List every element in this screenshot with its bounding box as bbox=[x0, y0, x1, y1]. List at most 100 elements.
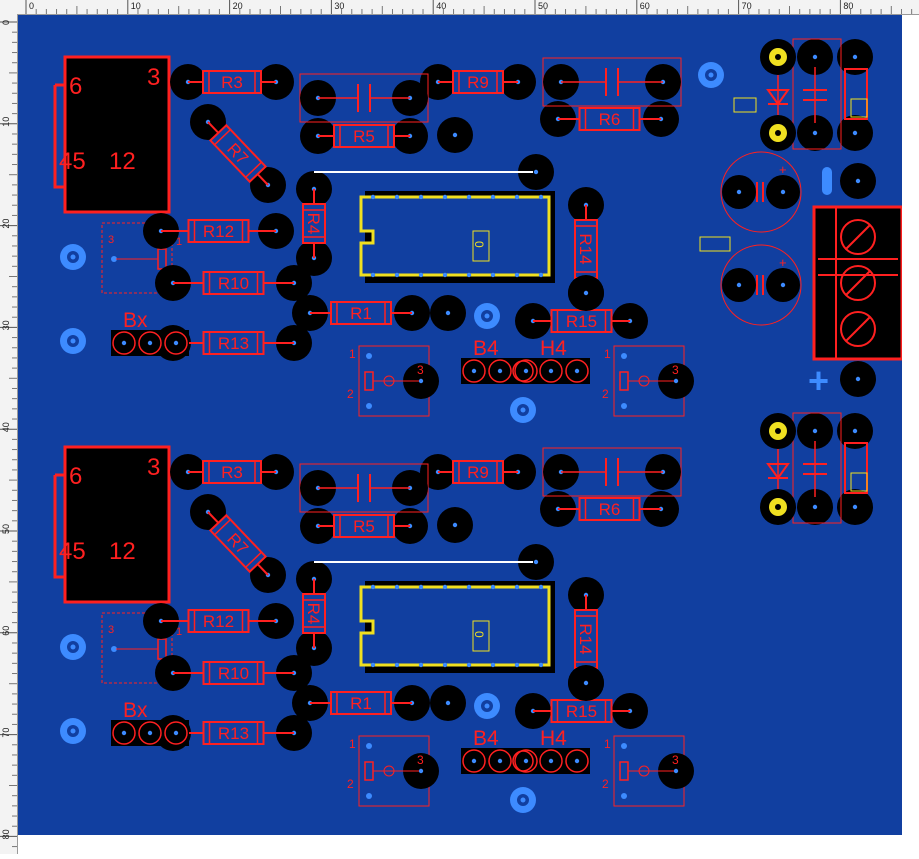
pad-hole bbox=[775, 54, 781, 60]
trimmer-label: 3 bbox=[108, 624, 114, 636]
resistor-label: R1 bbox=[350, 304, 372, 323]
pot-pin-label: 2 bbox=[347, 387, 354, 401]
pot-pin-label: 3 bbox=[417, 363, 424, 377]
pot-cross bbox=[638, 375, 650, 387]
resistor-body: R1 bbox=[330, 301, 392, 325]
resistor-body: R4 bbox=[302, 593, 326, 634]
capacitor bbox=[542, 57, 682, 107]
via-hole bbox=[70, 254, 76, 260]
ic-pin bbox=[490, 194, 496, 200]
ic-pin bbox=[394, 584, 400, 590]
electrolytic-capacitor: + bbox=[720, 151, 802, 233]
header-body bbox=[538, 748, 590, 774]
ic-pin bbox=[514, 584, 520, 590]
resistor-body: R6 bbox=[578, 107, 641, 131]
header-pin bbox=[514, 749, 538, 773]
via-hole bbox=[70, 644, 76, 650]
ruler-tick-label: 20 bbox=[1, 219, 11, 229]
pin-header: H4 bbox=[538, 727, 590, 774]
ecap-outline bbox=[720, 151, 802, 233]
ic-pin bbox=[538, 662, 544, 668]
resistor-outline bbox=[333, 124, 395, 148]
pad bbox=[797, 413, 833, 449]
ruler-tick-label: 0 bbox=[1, 20, 11, 25]
via-hole bbox=[484, 703, 490, 709]
resistor-r7: R7 bbox=[190, 104, 286, 203]
ic-pin bbox=[418, 584, 424, 590]
ic-pin bbox=[466, 194, 472, 200]
resistor-label: R6 bbox=[599, 110, 621, 129]
header-hole bbox=[574, 758, 580, 764]
header-pin bbox=[488, 749, 512, 773]
header-hole bbox=[548, 758, 554, 764]
header-hole bbox=[523, 758, 529, 764]
header-pin bbox=[112, 721, 136, 745]
capacitor bbox=[299, 463, 429, 513]
trimmer-label: 3 bbox=[108, 234, 114, 246]
resistor-outline bbox=[202, 661, 265, 685]
pot-pin-label: 1 bbox=[349, 737, 356, 751]
resistor-body: R6 bbox=[578, 497, 641, 521]
pot-pin-hole bbox=[366, 353, 372, 359]
pad bbox=[568, 275, 604, 311]
header-pin bbox=[138, 721, 162, 745]
header-label: B4 bbox=[473, 727, 499, 750]
fuse-body bbox=[844, 68, 868, 120]
pin-header: Bx bbox=[111, 699, 189, 746]
capacitor bbox=[299, 73, 429, 123]
ic-chip: 0 bbox=[359, 581, 555, 673]
pot-body bbox=[619, 371, 629, 391]
pin-header: H4 bbox=[538, 337, 590, 384]
pad bbox=[658, 363, 694, 399]
pad bbox=[797, 39, 833, 75]
pot-pin-label: 1 bbox=[604, 347, 611, 361]
pad-hole bbox=[445, 700, 451, 706]
resistor-outline bbox=[202, 271, 265, 295]
resistor-r10: R10 bbox=[155, 655, 312, 691]
via-hole bbox=[708, 72, 714, 78]
pad bbox=[722, 268, 756, 302]
ic-pin bbox=[538, 584, 544, 590]
resistor-outline bbox=[578, 497, 641, 521]
terminal-slot bbox=[845, 224, 871, 250]
resistor-label: R5 bbox=[353, 517, 375, 536]
pad-hole bbox=[452, 522, 458, 528]
resistor-outline bbox=[202, 721, 265, 745]
potentiometer: 123 bbox=[347, 735, 439, 807]
resistor-body: R3 bbox=[202, 70, 262, 94]
resistor-body: R5 bbox=[333, 124, 395, 148]
resistor-r4: R4 bbox=[296, 171, 332, 276]
mount-via bbox=[60, 718, 86, 744]
relay-body bbox=[63, 55, 171, 214]
header-hole bbox=[173, 730, 179, 736]
trimmer-label: 1 bbox=[176, 236, 182, 248]
header-hole bbox=[471, 368, 477, 374]
resistor-r1: R1 bbox=[292, 685, 430, 721]
ic-pin bbox=[370, 584, 376, 590]
header-pin bbox=[539, 749, 563, 773]
header-label: H4 bbox=[540, 727, 567, 750]
header-pin bbox=[112, 331, 136, 355]
pad-hole bbox=[852, 428, 858, 434]
resistor-label: R14 bbox=[576, 233, 595, 264]
pad bbox=[797, 115, 833, 151]
ruler-tick-label: 80 bbox=[843, 1, 853, 11]
resistor-r3: R3 bbox=[170, 64, 294, 100]
resistor-outline bbox=[330, 691, 392, 715]
pot-pin-hole bbox=[621, 793, 627, 799]
ic-pin bbox=[490, 662, 496, 668]
header-pin bbox=[462, 359, 486, 383]
ic-pin bbox=[490, 272, 496, 278]
ic-pin bbox=[490, 584, 496, 590]
relay-pin-label: 6 bbox=[69, 463, 82, 490]
resistor-label: R5 bbox=[353, 127, 375, 146]
via-hole bbox=[70, 338, 76, 344]
plus-mark: + bbox=[808, 360, 829, 401]
via-hole bbox=[484, 313, 490, 319]
relay-bracket bbox=[53, 83, 65, 189]
